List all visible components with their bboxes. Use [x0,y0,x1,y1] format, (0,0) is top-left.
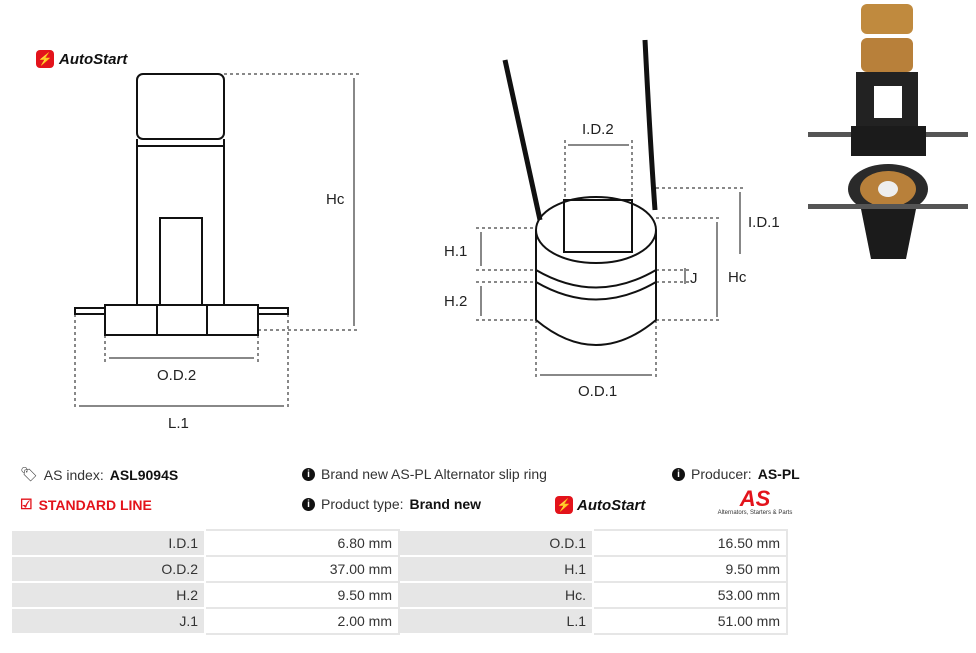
info-icon: i [302,497,315,511]
label-hc: Hc [326,191,345,208]
label-od2: O.D.2 [157,367,196,384]
watermark-logo: ⚡AutoStart [555,496,646,514]
label-id1: I.D.1 [748,214,780,231]
spec-value: 6.80 mm [204,529,400,557]
product-photo [808,4,968,259]
info-icon: i [302,467,315,481]
producer-logo: AS Alternators, Starters & Parts [717,486,793,517]
label-od1: O.D.1 [578,383,617,400]
spec-label: L.1 [398,607,594,635]
diagram-front-view: I.D.2 I.D.1 H.1 H.2 J Hc O.D.1 [444,39,780,400]
standard-line-badge: ☑STANDARD LINE [20,496,152,513]
brand-logo: ⚡AutoStart [36,50,128,68]
tags-icon: 🏷 [20,466,38,482]
spec-value: 37.00 mm [204,555,400,583]
spec-label: J.1 [10,607,206,635]
as-index: 🏷AS index:ASL9094S [20,466,179,483]
label-id2: I.D.2 [582,121,614,138]
spec-label: H.1 [398,555,594,583]
label-j: J [690,270,698,287]
bolt-icon: ⚡ [36,50,54,68]
spec-value: 9.50 mm [204,581,400,609]
label-h2: H.2 [444,293,467,310]
label-hc-right: Hc [728,269,747,286]
diagram-side-view: Hc O.D.2 L.1 [74,73,360,432]
spec-value: 2.00 mm [204,607,400,635]
spec-label: O.D.1 [398,529,594,557]
label-h1: H.1 [444,243,467,260]
spec-label: Hc. [398,581,594,609]
spec-label: O.D.2 [10,555,206,583]
spec-value: 16.50 mm [592,529,788,557]
spec-label: I.D.1 [10,529,206,557]
check-square-icon: ☑ [20,496,33,512]
label-l1: L.1 [168,415,189,432]
spec-label: H.2 [10,581,206,609]
spec-value: 9.50 mm [592,555,788,583]
info-icon: i [672,467,685,481]
bolt-icon: ⚡ [555,496,573,514]
spec-value: 53.00 mm [592,581,788,609]
spec-value: 51.00 mm [592,607,788,635]
